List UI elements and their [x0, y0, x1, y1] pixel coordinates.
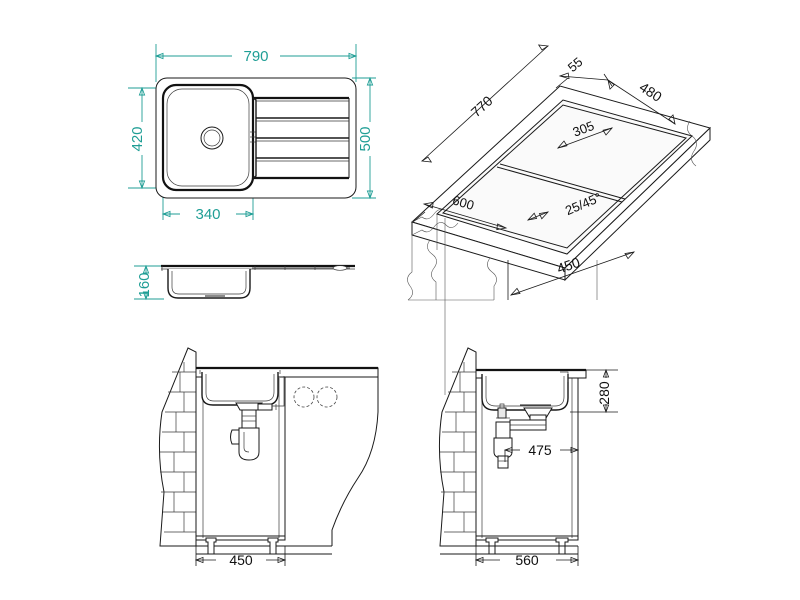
dim-worktop-depth: 600 [422, 192, 508, 231]
dim-cabinet-depth: 560 [474, 546, 580, 568]
drainer-grooves [256, 100, 349, 162]
tap-hole-1 [293, 386, 315, 408]
waste-trap-left [230, 376, 285, 461]
view-plan: 790 500 420 [128, 44, 376, 223]
cutout-opening [436, 99, 693, 255]
drain-hole-inner [203, 129, 221, 147]
tap-holes-left [293, 386, 338, 408]
dim-overall-width: 790 [154, 44, 358, 82]
dim-bowl-height: 160 [134, 264, 164, 301]
trap-outlet [230, 429, 240, 445]
view-section-right: 280 475 560 [438, 347, 618, 568]
dim-label-450-left: 450 [229, 552, 253, 568]
cutout-divider-top [496, 166, 623, 203]
sink-bowl-left [201, 372, 279, 406]
break-line-cabinet-mid [487, 257, 497, 300]
trap-riser [495, 421, 511, 441]
sink-edge-right [560, 371, 569, 382]
wall-brickwork-left [160, 362, 196, 533]
dim-label-280: 280 [596, 381, 612, 405]
dim-label-560: 560 [515, 552, 539, 568]
cabinet-leg-1 [205, 537, 217, 555]
sink-bowl-right-inner [485, 376, 565, 407]
dim-cabinet-base-width-left: 450 [194, 546, 287, 568]
bowl-inner [166, 88, 250, 187]
trap-valve [497, 407, 507, 419]
break-line-worktop-right [687, 120, 697, 167]
sink-bowl-left-inner [205, 374, 275, 402]
overflow-slots [250, 131, 256, 143]
cabinet-leg-2 [267, 537, 279, 555]
dim-label-160: 160 [136, 272, 153, 297]
tap-hole-2 [316, 386, 338, 408]
break-line-worktop-left-lower [411, 222, 459, 236]
dim-overall-depth: 500 [352, 76, 376, 200]
drain-hole-outer [200, 126, 224, 150]
bowl-section-inner [171, 271, 247, 295]
waste-connector [257, 403, 273, 411]
dim-label-600: 600 [451, 192, 476, 213]
dim-label-420: 420 [129, 126, 146, 151]
waste-pipe-vertical [241, 409, 257, 429]
break-line-cabinet-left [407, 235, 413, 301]
trap-tailpipe [497, 455, 509, 469]
bowl-section-profile [167, 269, 251, 299]
view-section-left: 450 [158, 347, 379, 568]
dim-label-475: 475 [528, 442, 552, 458]
dim-trap-offset: 475 [503, 412, 580, 462]
break-line-cabinet-wave [427, 239, 437, 300]
cabinet-legs-left [205, 537, 279, 555]
trap-elbow [529, 414, 547, 421]
dim-label-450-iso: 450 [555, 254, 582, 277]
dim-cabinet-width: 450 [507, 251, 636, 300]
view-section-front: 160 [134, 264, 355, 301]
wall-brickwork-right [440, 362, 476, 533]
cutout-opening-inner [441, 104, 688, 249]
dim-label-500: 500 [357, 126, 374, 151]
cutout-divider-bottom [499, 163, 626, 200]
dim-label-790: 790 [243, 48, 268, 65]
drainer-section [252, 265, 350, 271]
view-isometric: 770 480 55 305 600 [407, 44, 711, 395]
trap-bottle [238, 427, 260, 461]
dim-label-305: 305 [571, 118, 597, 140]
dim-bowl-cut-width: 305 [556, 118, 614, 149]
break-line-right-left-view [331, 368, 379, 546]
wall-outline-left [158, 347, 197, 547]
dim-label-340: 340 [195, 206, 220, 223]
waste-trap-right [493, 403, 553, 469]
